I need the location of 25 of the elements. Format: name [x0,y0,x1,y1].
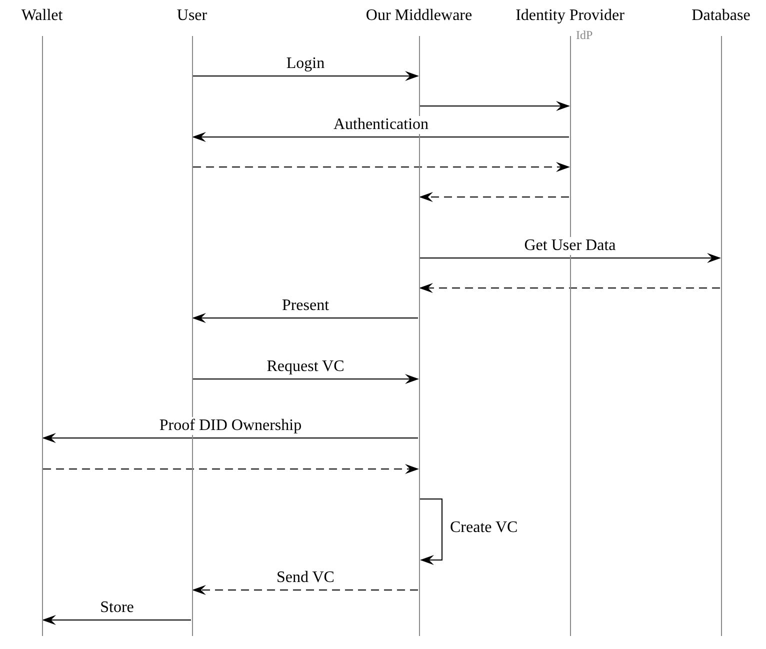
message-arrow [192,585,418,595]
participant-label: User [176,6,208,26]
message-arrow [419,283,720,293]
participant-label: Wallet [21,6,63,26]
message-label: Login [284,55,327,73]
message-label: Request VC [264,358,346,376]
message-arrow [192,162,570,172]
participant-label: Our Middleware [366,6,472,26]
message-arrow [420,498,442,565]
message-arrow [42,464,419,474]
message-arrow [420,253,721,263]
message-arrow [42,433,418,443]
message-arrow [192,132,570,142]
message-arrow [192,313,418,323]
message-arrow [419,192,570,202]
message-label: Authentication [331,116,431,134]
message-arrow [420,101,570,111]
message-arrow [42,615,192,625]
message-label: Proof DID Ownership [157,417,304,435]
message-arrow [192,374,419,384]
message-arrow [192,71,419,81]
participant-label: Identity Provider [516,6,624,26]
note-label: IdP [576,28,593,43]
message-label: Get User Data [522,237,618,255]
participant-label: Database [692,6,750,26]
